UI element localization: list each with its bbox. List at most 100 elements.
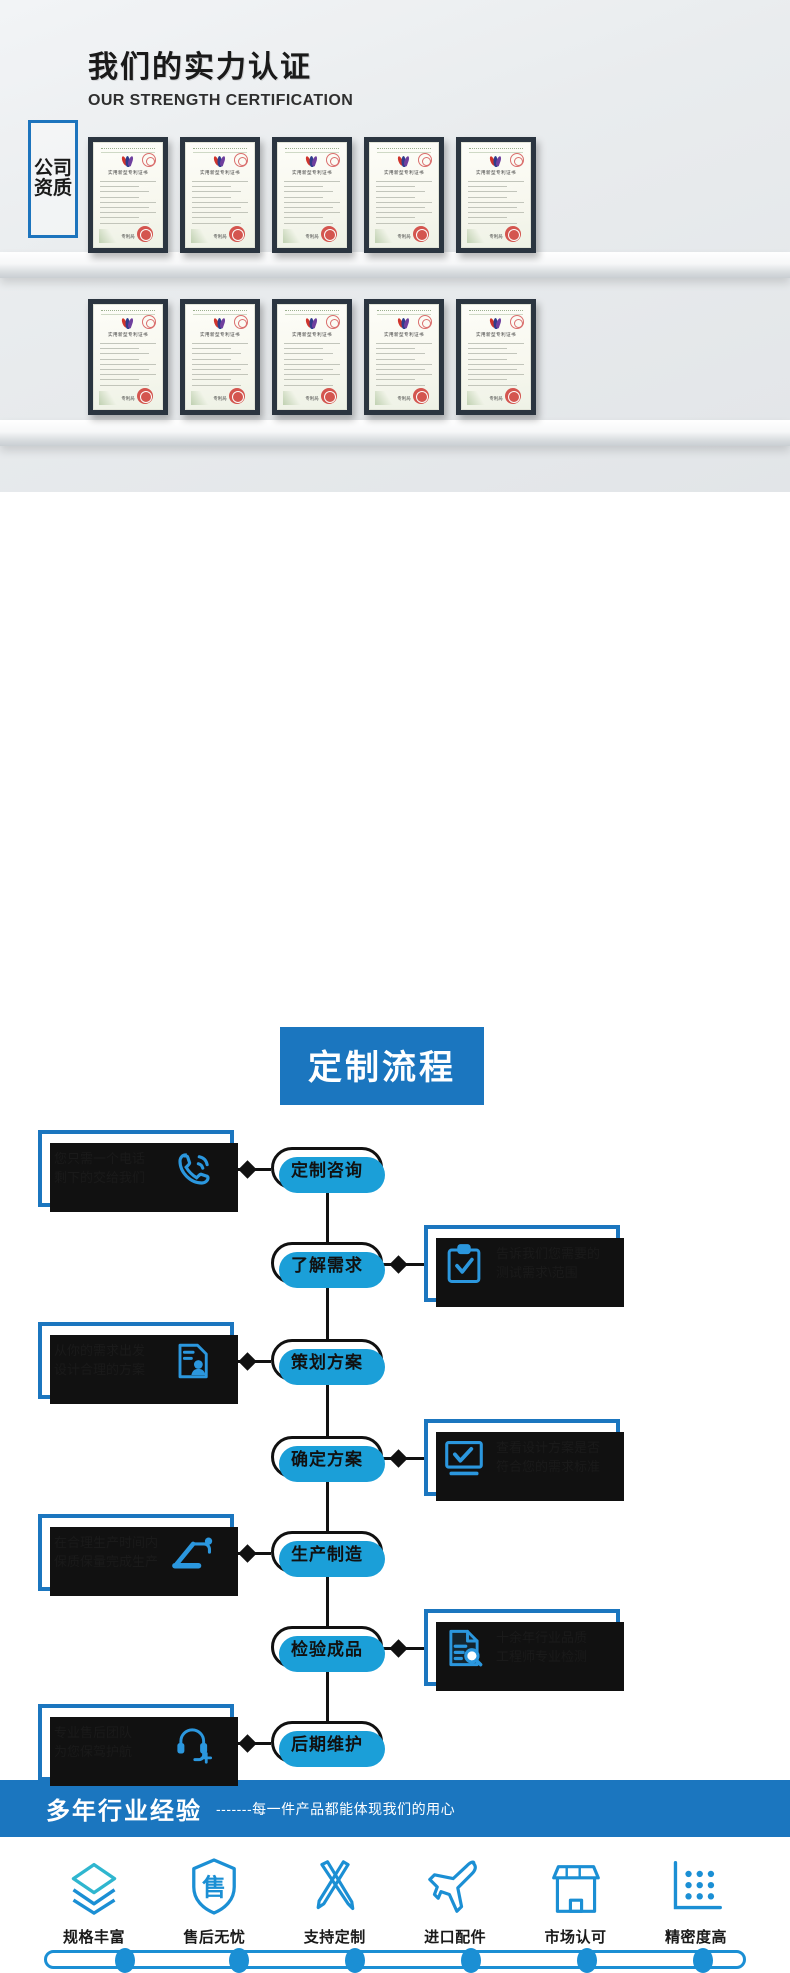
certificate-footer: 专利局	[121, 396, 135, 401]
certificate-footer: 专利局	[213, 234, 227, 239]
feature-label: 市场认可	[544, 1929, 607, 1946]
certificate-frame: 实用新型专利证书专利局	[180, 299, 260, 415]
certificate-title: 实用新型专利证书	[108, 170, 148, 175]
document-user-icon	[166, 1340, 222, 1382]
process-step-label-6: 检验成品	[291, 1639, 363, 1659]
process-step-4[interactable]: 确定方案	[271, 1436, 385, 1482]
red-stamp-icon	[234, 315, 248, 329]
feature-label: 进口配件	[424, 1929, 487, 1946]
official-seal-icon	[505, 226, 521, 242]
process-card-4[interactable]: 查看设计方案是否 符合您的需求标准	[424, 1419, 624, 1501]
connector-diamond-2	[389, 1255, 408, 1274]
process-step-3[interactable]: 策划方案	[271, 1339, 385, 1385]
process-step-label-2: 了解需求	[291, 1255, 363, 1275]
patent-logo-icon	[212, 317, 227, 329]
certificate-title: 实用新型专利证书	[384, 170, 424, 175]
process-step-label-1: 定制咨询	[291, 1160, 363, 1180]
feature-item[interactable]: 支持定制	[285, 1855, 385, 1947]
certificate-frame: 实用新型专利证书专利局	[272, 299, 352, 415]
patent-logo-icon	[396, 155, 411, 167]
badge-line-2: 资质	[33, 178, 72, 199]
certificate-frame: 实用新型专利证书专利局	[364, 299, 444, 415]
certificate-frame: 实用新型专利证书专利局	[456, 137, 536, 253]
certification-section: 我们的实力认证 OUR STRENGTH CERTIFICATION 公司 资质…	[0, 0, 790, 492]
certificate-title: 实用新型专利证书	[200, 332, 240, 337]
feature-item[interactable]: 进口配件	[405, 1855, 505, 1947]
process-card-6[interactable]: 十余年行业品质 工程师专业检测	[424, 1609, 624, 1691]
process-card-text-3: 从你的需求出发 设计合理的方案	[54, 1342, 146, 1377]
page-title: 我们的实力认证	[88, 51, 312, 84]
process-step-2[interactable]: 了解需求	[271, 1242, 385, 1288]
feature-item[interactable]: 市场认可	[526, 1855, 626, 1947]
certificate-footer: 专利局	[397, 234, 411, 239]
process-step-label-7: 后期维护	[291, 1734, 363, 1754]
clipboard-check-icon	[436, 1243, 492, 1285]
certificate-title: 实用新型专利证书	[292, 332, 332, 337]
track-node	[345, 1948, 365, 1973]
patent-logo-icon	[120, 155, 135, 167]
red-stamp-icon	[142, 153, 156, 167]
feature-item[interactable]: 规格丰富	[44, 1855, 144, 1947]
patent-logo-icon	[488, 317, 503, 329]
experience-headline: 多年行业经验	[46, 1798, 202, 1825]
process-card-3[interactable]: 从你的需求出发 设计合理的方案	[38, 1322, 238, 1404]
process-step-5[interactable]: 生产制造	[271, 1531, 385, 1577]
track-node	[115, 1948, 135, 1973]
process-step-7[interactable]: 后期维护	[271, 1721, 385, 1767]
process-card-text-2: 告诉我们您需要的 测试需求\范围	[496, 1245, 601, 1280]
feature-item[interactable]: 售 售后无忧	[164, 1855, 264, 1947]
connector-diamond-6	[389, 1639, 408, 1658]
process-step-label-5: 生产制造	[291, 1544, 363, 1564]
red-stamp-icon	[326, 315, 340, 329]
official-seal-icon	[505, 388, 521, 404]
certificate-footer: 专利局	[305, 396, 319, 401]
certificate-footer: 专利局	[489, 234, 503, 239]
official-seal-icon	[229, 226, 245, 242]
progress-track	[44, 1948, 746, 1973]
process-card-text-1: 您只需一个电话 剩下的交给我们	[54, 1150, 146, 1185]
process-card-5[interactable]: 在合理生产时间内 保质保量完成生产	[38, 1514, 238, 1596]
red-stamp-icon	[326, 153, 340, 167]
experience-tagline: -------每一件产品都能体现我们的用心	[216, 1800, 456, 1817]
certificate-title: 实用新型专利证书	[476, 170, 516, 175]
process-step-6[interactable]: 检验成品	[271, 1626, 385, 1672]
connector-diamond-5	[238, 1544, 257, 1563]
certificate-title: 实用新型专利证书	[476, 332, 516, 337]
connector-diamond-4	[389, 1449, 408, 1468]
feature-list: 规格丰富 售 售后无忧 支持定制 进口配件	[0, 1855, 790, 1947]
process-title: 定制流程	[280, 1027, 495, 1117]
certificate-frame: 实用新型专利证书专利局	[180, 137, 260, 253]
official-seal-icon	[137, 226, 153, 242]
feature-item[interactable]: 精密度高	[646, 1855, 746, 1947]
certificate-title: 实用新型专利证书	[108, 332, 148, 337]
process-card-text-6: 十余年行业品质 工程师专业检测	[496, 1629, 588, 1664]
red-stamp-icon	[510, 153, 524, 167]
company-qualification-badge: 公司 资质	[28, 120, 78, 238]
phone-call-icon	[166, 1148, 222, 1190]
red-stamp-icon	[418, 315, 432, 329]
patent-logo-icon	[396, 317, 411, 329]
process-card-text-4: 查看设计方案是否 符合您的需求标准	[496, 1439, 601, 1474]
red-stamp-icon	[142, 315, 156, 329]
shelf-divider-bottom	[0, 420, 790, 446]
process-card-1[interactable]: 您只需一个电话 剩下的交给我们	[38, 1130, 238, 1212]
process-card-7[interactable]: 专业售后团队 为您保驾护航	[38, 1704, 238, 1786]
certificate-footer: 专利局	[397, 396, 411, 401]
patent-logo-icon	[304, 317, 319, 329]
track-node	[461, 1948, 481, 1973]
shield-sale-icon: 售	[188, 1855, 240, 1915]
certificate-title: 实用新型专利证书	[200, 170, 240, 175]
airplane-icon	[427, 1855, 483, 1915]
certificate-footer: 专利局	[489, 396, 503, 401]
certification-heading: 我们的实力认证 OUR STRENGTH CERTIFICATION	[88, 42, 353, 110]
process-step-1[interactable]: 定制咨询	[271, 1147, 385, 1193]
process-step-label-3: 策划方案	[291, 1352, 363, 1372]
certificate-frame: 实用新型专利证书专利局	[272, 137, 352, 253]
connector-diamond-1	[238, 1160, 257, 1179]
custom-process-section: 定制流程 您只需一个电话 剩下的交给我们 定制咨询 告诉我们您需要的 测试需求\…	[0, 492, 790, 1786]
process-card-2[interactable]: 告诉我们您需要的 测试需求\范围	[424, 1225, 624, 1307]
headset-support-icon	[166, 1722, 222, 1764]
certificate-row-top: 实用新型专利证书专利局 实用新型专利证书专利局 实用新型专利证书专利局 实用新型…	[88, 137, 536, 253]
official-seal-icon	[413, 226, 429, 242]
certificate-footer: 专利局	[305, 234, 319, 239]
